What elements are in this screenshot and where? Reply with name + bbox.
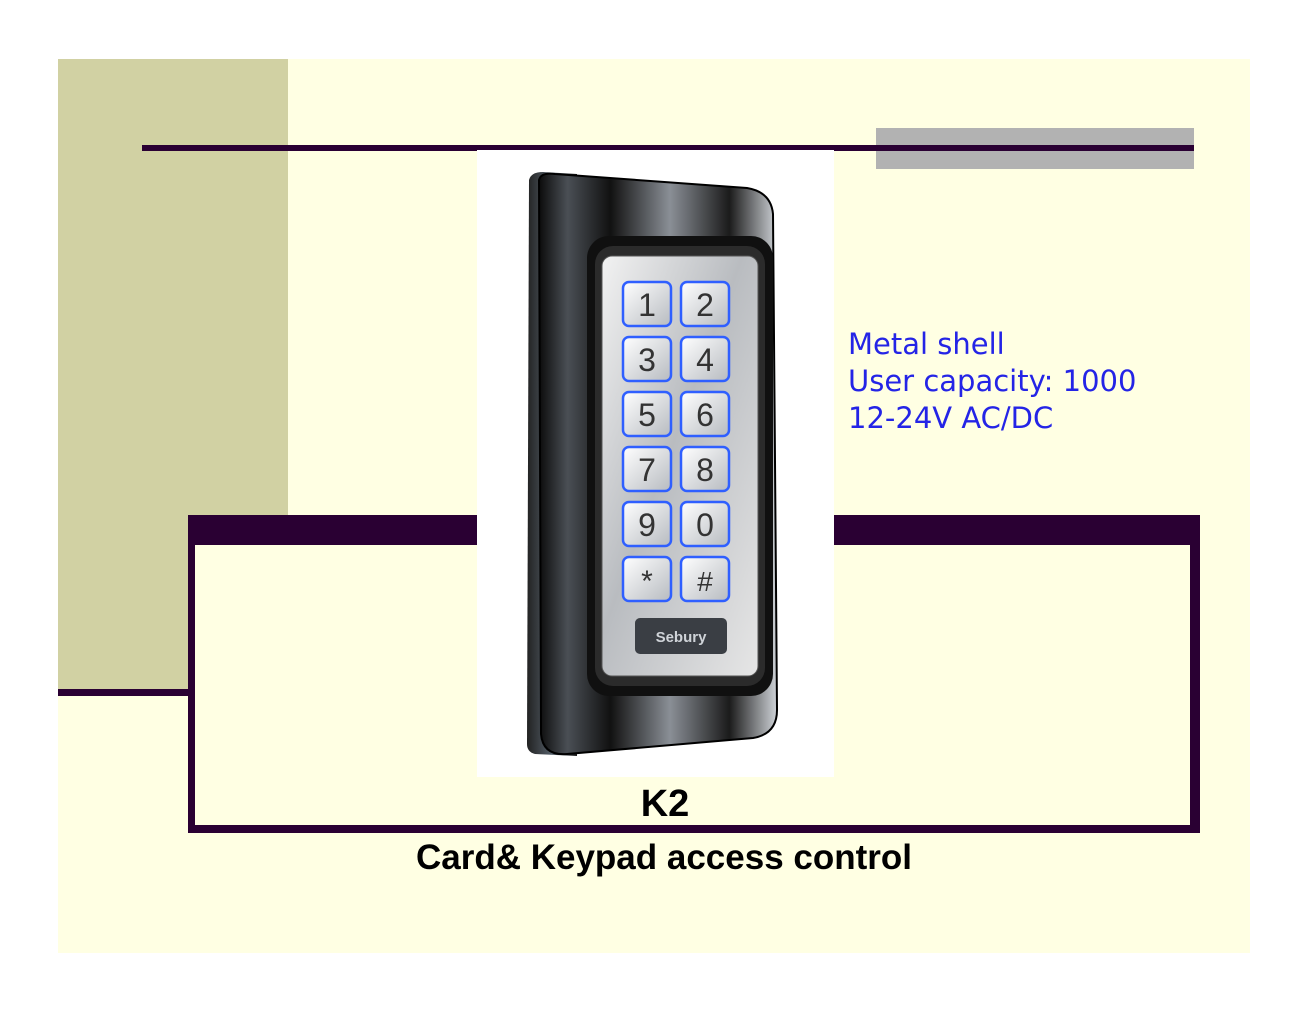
key-star: * <box>621 555 673 603</box>
top-right-gray-bar <box>876 128 1194 169</box>
key-7: 7 <box>621 445 673 493</box>
side-panel-rule <box>58 689 193 696</box>
key-1: 1 <box>621 280 673 328</box>
spec-item: 12-24V AC/DC <box>848 401 1054 435</box>
model-name: K2 <box>640 783 690 825</box>
key-9: 9 <box>621 500 673 548</box>
svg-text:8: 8 <box>696 452 714 488</box>
svg-text:*: * <box>641 565 653 598</box>
key-3: 3 <box>621 335 673 383</box>
svg-text:3: 3 <box>638 342 656 378</box>
top-rule <box>142 145 1194 151</box>
svg-text:1: 1 <box>638 287 656 323</box>
key-5: 5 <box>621 390 673 438</box>
key-2: 2 <box>679 280 731 328</box>
key-hash: # <box>679 555 731 603</box>
keypad-device-image: 1 2 3 4 5 6 7 8 9 0 * # Sebury <box>527 172 779 756</box>
product-photo: 1 2 3 4 5 6 7 8 9 0 * # Sebury <box>477 150 834 777</box>
spec-item: User capacity: 1000 <box>848 364 1137 398</box>
brand-logo-text: Sebury <box>656 629 708 646</box>
key-6: 6 <box>679 390 731 438</box>
svg-text:5: 5 <box>638 397 656 433</box>
svg-text:0: 0 <box>696 507 714 543</box>
keypad-keys: 1 2 3 4 5 6 7 8 9 0 * # <box>621 280 731 603</box>
key-8: 8 <box>679 445 731 493</box>
svg-text:4: 4 <box>696 342 714 378</box>
svg-text:2: 2 <box>696 287 714 323</box>
svg-text:#: # <box>697 566 713 597</box>
svg-text:7: 7 <box>638 452 656 488</box>
card-reader-window <box>635 618 727 654</box>
key-0: 0 <box>679 500 731 548</box>
spec-list: Metal shell User capacity: 1000 12-24V A… <box>848 326 1136 437</box>
product-description: Card& Keypad access control <box>415 838 912 877</box>
spec-item: Metal shell <box>848 327 1005 361</box>
svg-text:6: 6 <box>696 397 714 433</box>
svg-text:9: 9 <box>638 507 656 543</box>
key-4: 4 <box>679 335 731 383</box>
